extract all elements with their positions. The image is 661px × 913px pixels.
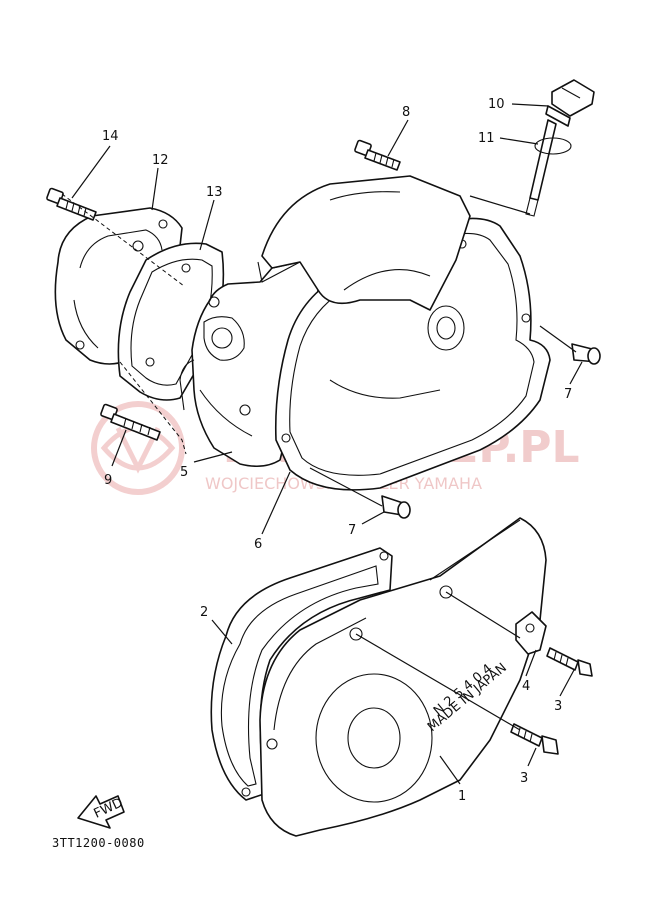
part-10-oil-plug: [525, 79, 595, 217]
callout-3-upper: 3: [554, 699, 562, 714]
diagram-code: 3TT1200-0080: [52, 836, 145, 850]
callout-leaders: [71, 103, 583, 785]
fwd-arrow-icon: FWD: [77, 795, 125, 829]
part-7-dowel-upper: [571, 343, 601, 365]
callout-4: 4: [522, 679, 530, 694]
callout-8: 8: [402, 105, 410, 120]
callout-11: 11: [478, 131, 495, 146]
callout-14: 14: [102, 129, 119, 144]
callout-9: 9: [104, 473, 112, 488]
callout-6: 6: [254, 537, 262, 552]
part-11-o-ring: [534, 137, 572, 155]
callout-7-upper: 7: [564, 387, 572, 402]
callout-13: 13: [206, 185, 223, 200]
callout-2: 2: [200, 605, 208, 620]
watermark-logo-icon: [91, 401, 185, 495]
part-4-bracket: [515, 611, 547, 655]
callout-12: 12: [152, 153, 169, 168]
crankcase-half: [257, 175, 471, 399]
alignment-lines: [61, 193, 577, 731]
callout-3-lower: 3: [520, 771, 528, 786]
callout-5: 5: [180, 465, 188, 480]
callouts: 14 12 13 8 10 11 7 9 5 7 6 2 4 3 3 1: [102, 97, 572, 804]
part-14-bolt: [46, 187, 97, 221]
part-8-bolt: [354, 139, 401, 171]
part-1-outer-cover: N 2 5 4 0 4 MADE IN JAPAN: [259, 517, 547, 837]
callout-10: 10: [488, 97, 505, 112]
part-7-dowel-lower: [381, 495, 411, 519]
callout-7-lower: 7: [348, 523, 356, 538]
part-9-bolt: [100, 403, 161, 441]
callout-1: 1: [458, 789, 466, 804]
part-3-bolt-upper: [546, 647, 593, 677]
